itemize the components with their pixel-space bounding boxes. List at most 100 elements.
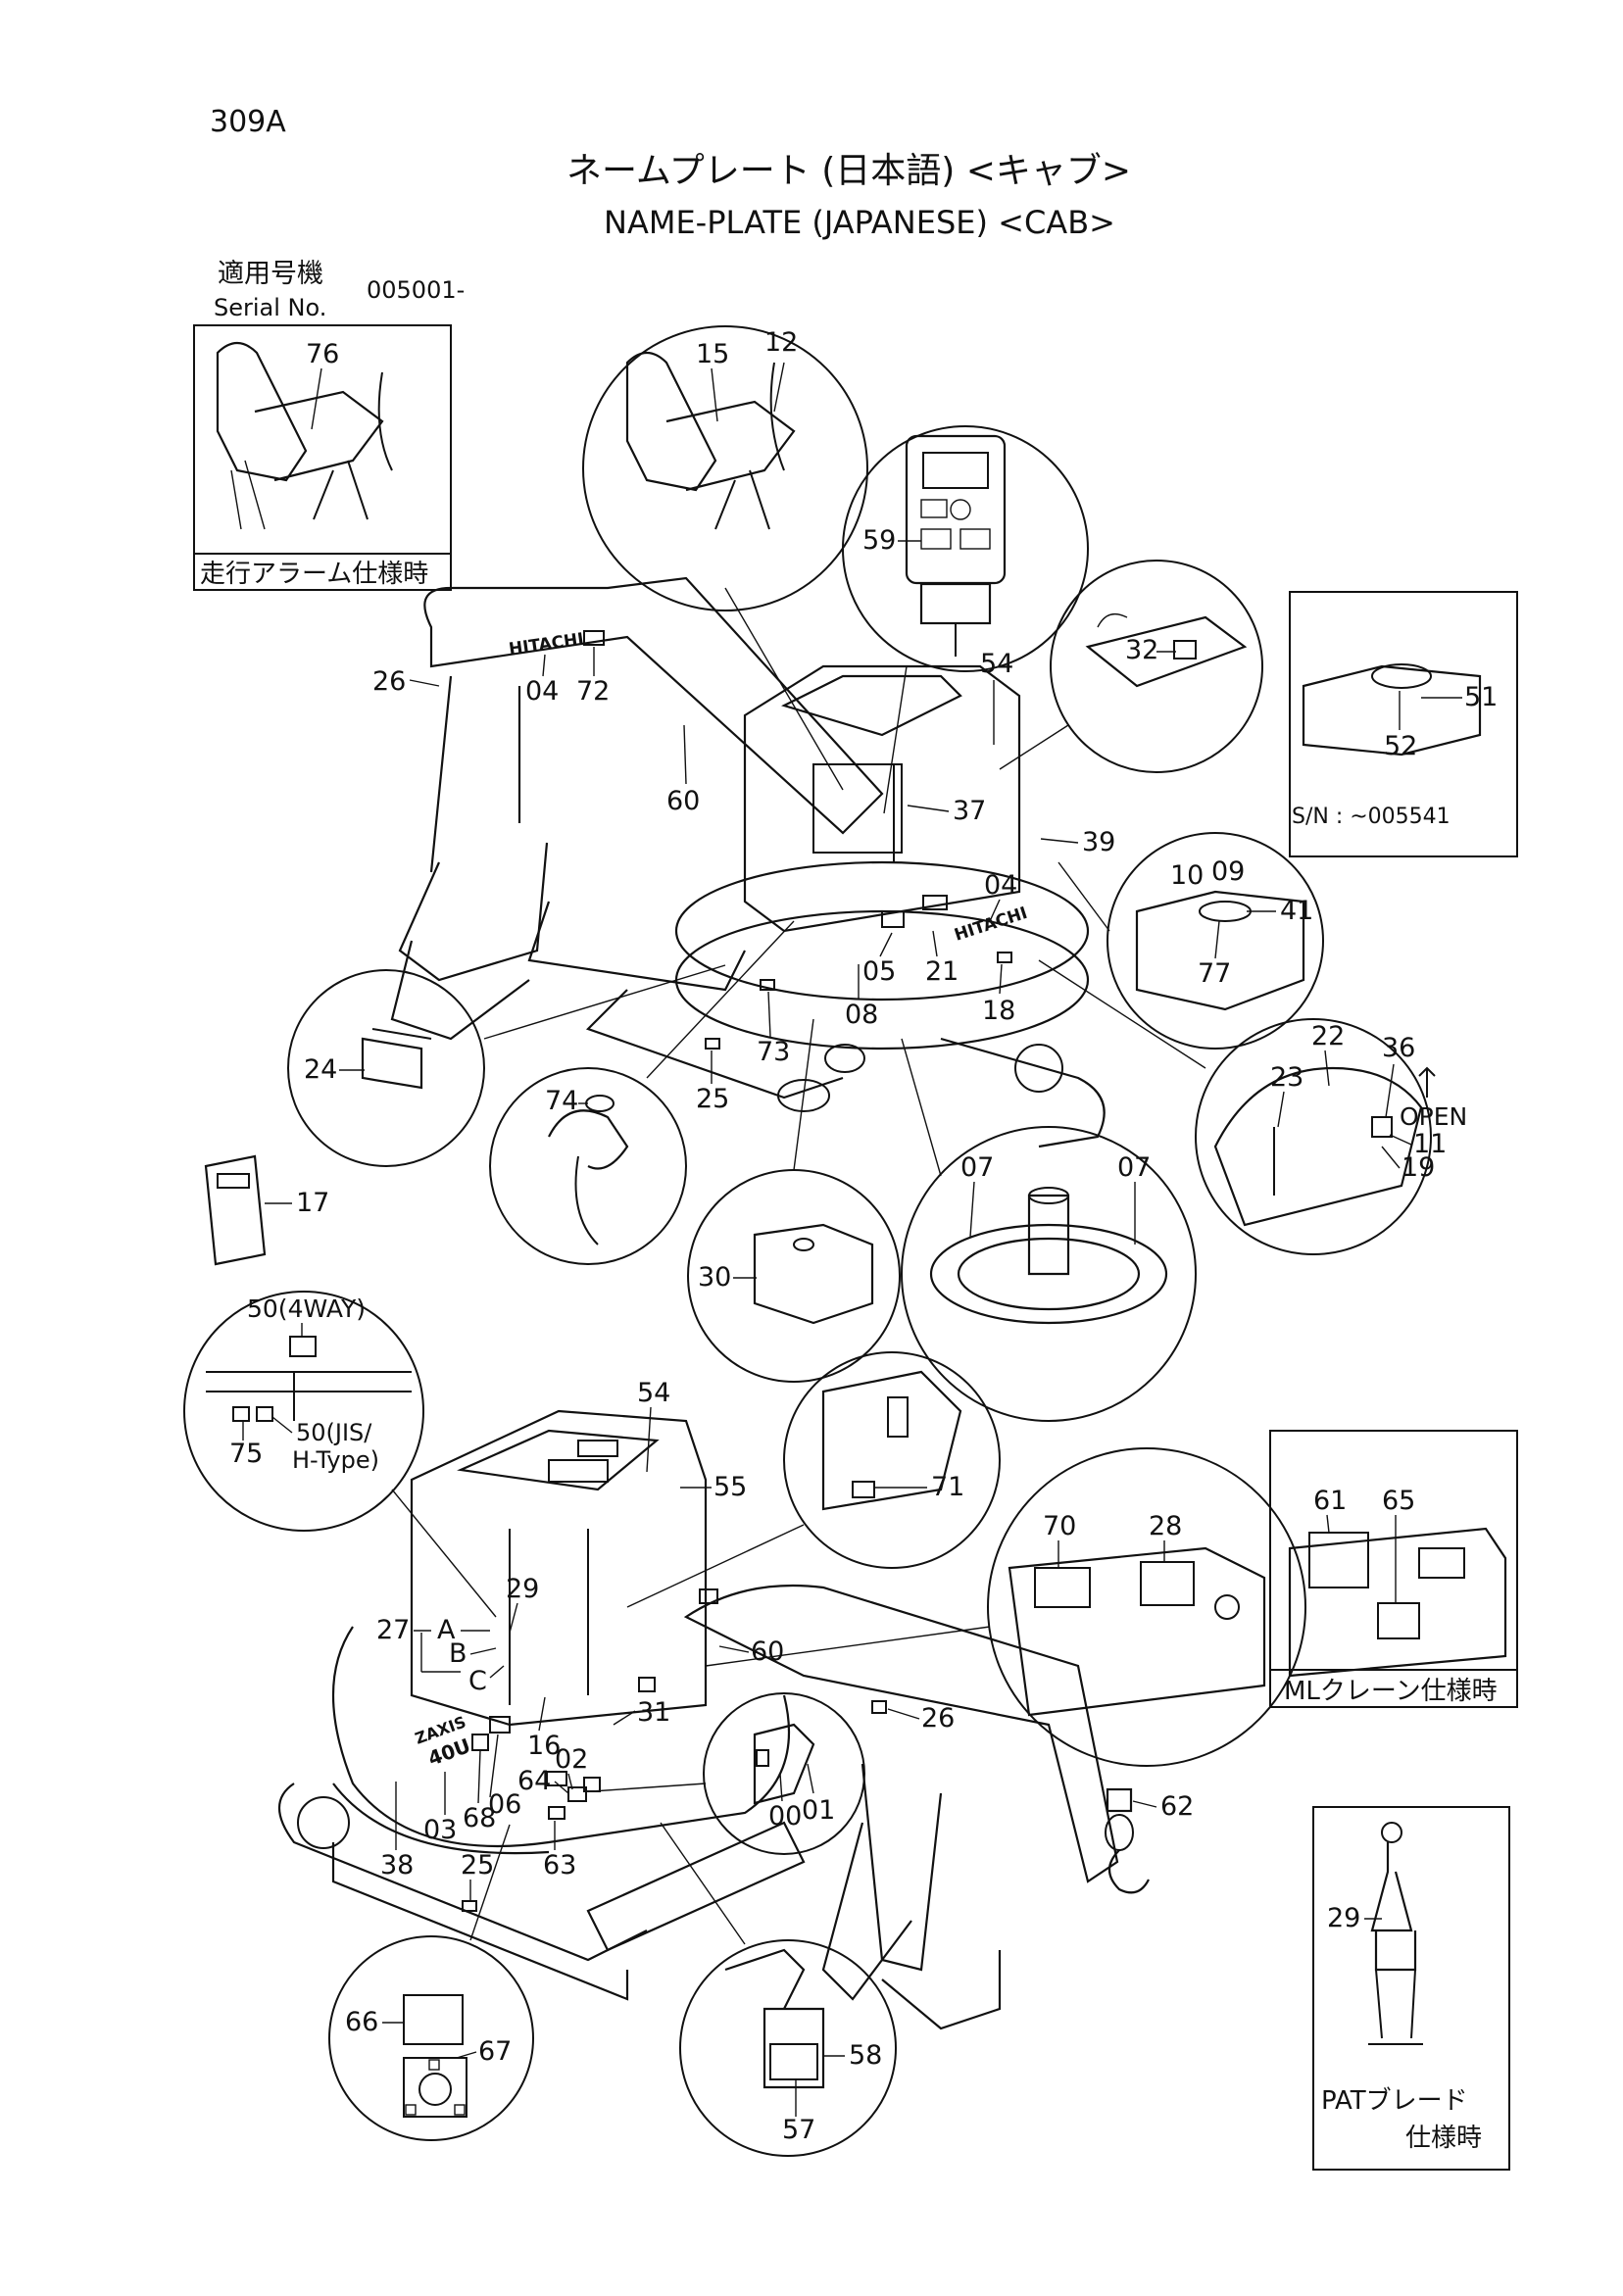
callout-08: 08 (845, 1000, 878, 1030)
callout-68: 68 (463, 1803, 496, 1833)
detail-circle-24: 24 (287, 964, 726, 1167)
detail-circle-monitor: 59 (842, 425, 1089, 814)
callout-55: 55 (713, 1472, 747, 1502)
callout-57: 57 (782, 2115, 815, 2145)
callout-01: 01 (802, 1795, 835, 1826)
callout-00: 00 (768, 1801, 802, 1832)
callout-29-pat: 29 (1327, 1903, 1360, 1933)
callout-51: 51 (1464, 682, 1498, 712)
callout-60-lower: 60 (751, 1637, 784, 1667)
callout-36: 36 (1382, 1033, 1415, 1063)
callout-24: 24 (304, 1054, 337, 1085)
callout-54-top: 54 (980, 649, 1013, 679)
callout-26-lower: 26 (921, 1703, 955, 1734)
callout-63: 63 (543, 1850, 576, 1881)
callout-74: 74 (545, 1086, 578, 1116)
page-number: 309A (210, 105, 286, 139)
note-travel-alarm: 走行アラーム仕様時 (200, 560, 428, 589)
serial-value: 005001- (367, 276, 465, 304)
callout-70: 70 (1043, 1511, 1076, 1541)
callout-B: B (449, 1638, 467, 1669)
detail-17: 17 (204, 1154, 329, 1266)
callout-27: 27 (376, 1615, 410, 1645)
callout-03: 03 (423, 1815, 457, 1845)
note-pat-blade-line2: 仕様時 (1405, 2124, 1482, 2153)
callout-77: 77 (1198, 958, 1231, 989)
callout-52: 52 (1384, 731, 1417, 761)
callout-12: 12 (764, 327, 798, 358)
callout-09: 09 (1211, 856, 1245, 887)
callout-60-top: 60 (666, 786, 700, 816)
detail-circle-swing-bearing: 07 07 (901, 1038, 1197, 1422)
callout-37: 37 (953, 796, 986, 826)
callout-11: 11 (1413, 1129, 1447, 1159)
detail-circle-50: 50(4WAY) 75 50(JIS/ H-Type) (183, 1291, 497, 1618)
callout-16: 16 (527, 1731, 561, 1761)
inset-pat-blade: 29 PATブレード 仕様時 (1312, 1806, 1510, 2171)
detail-circle-10-09-41-77: 10 09 41 77 (1057, 832, 1324, 1050)
detail-62-hook: 62 (1105, 1787, 1194, 1894)
callout-05: 05 (862, 956, 896, 987)
callout-A: A (437, 1615, 456, 1645)
callout-61: 61 (1313, 1486, 1347, 1516)
lower-machine-illustration: ZAXIS 40U (278, 1409, 1119, 2030)
callout-29-lower: 29 (506, 1574, 539, 1604)
callout-C: C (468, 1666, 487, 1696)
callout-65: 65 (1382, 1486, 1415, 1516)
note-pat-blade-line1: PATブレード (1321, 2086, 1468, 2116)
callout-25-top: 25 (696, 1084, 729, 1114)
inset-ml-crane: 61 65 MLクレーン仕様時 (1269, 1430, 1518, 1708)
callout-50-jis-line2: H-Type) (292, 1446, 379, 1474)
brand-hitachi-boom: HITACHI (508, 629, 585, 659)
callout-22: 22 (1311, 1021, 1345, 1051)
callout-32: 32 (1125, 635, 1158, 665)
callout-54-lower: 54 (637, 1378, 670, 1408)
detail-circle-74: 74 (489, 920, 795, 1265)
callout-50-jis-line1: 50(JIS/ (296, 1419, 372, 1446)
callout-25-lower: 25 (461, 1850, 494, 1881)
title-english: NAME-PLATE (JAPANESE) <CAB> (604, 204, 1115, 241)
callout-41: 41 (1280, 896, 1313, 926)
callout-75: 75 (229, 1439, 263, 1469)
callout-04-top: 04 (525, 676, 559, 707)
callout-04-body: 04 (984, 870, 1017, 901)
callout-18: 18 (982, 996, 1015, 1026)
callout-67: 67 (478, 2036, 512, 2067)
detail-circle-66-67: 66 67 (328, 1824, 534, 2141)
detail-circle-71: 71 (626, 1351, 1001, 1608)
callout-07-left: 07 (960, 1152, 994, 1183)
callout-10: 10 (1170, 860, 1204, 891)
detail-circle-lever: 15 12 (582, 325, 868, 791)
callout-15: 15 (696, 339, 729, 369)
title-japanese: ネームプレート (日本語) <キャブ> (566, 151, 1131, 191)
inset-travel-alarm: 76 走行アラーム仕様時 (193, 324, 452, 591)
detail-circle-open: 22 36 23 OPEN 11 19 (1038, 959, 1467, 1255)
callout-26-top: 26 (372, 666, 406, 697)
callout-28: 28 (1149, 1511, 1182, 1541)
note-open: OPEN (1400, 1102, 1467, 1131)
callout-58: 58 (849, 2040, 882, 2071)
detail-circle-32: 32 (999, 560, 1263, 773)
inset-serial-limit: 51 52 S/N : ~005541 (1289, 591, 1518, 857)
callout-02: 02 (555, 1744, 588, 1775)
callout-06: 06 (488, 1789, 521, 1820)
callout-23: 23 (1270, 1062, 1303, 1093)
brand-hitachi-body: HITACHI (952, 904, 1029, 946)
callout-31: 31 (637, 1697, 670, 1728)
detail-circle-58-57: 58 57 (660, 1822, 897, 2157)
callout-62: 62 (1160, 1791, 1194, 1822)
callout-64: 64 (517, 1766, 551, 1796)
callout-21: 21 (925, 956, 959, 987)
detail-circle-00-01: 00 01 (591, 1692, 865, 1855)
serial-label-english: Serial No. (214, 294, 326, 321)
callout-39: 39 (1082, 827, 1115, 857)
callout-76: 76 (306, 339, 339, 369)
callout-07-right: 07 (1117, 1152, 1151, 1183)
callout-71: 71 (931, 1472, 964, 1502)
note-ml-crane: MLクレーン仕様時 (1284, 1677, 1498, 1706)
callout-17: 17 (296, 1188, 329, 1218)
callout-30: 30 (698, 1262, 731, 1293)
callout-38: 38 (380, 1850, 414, 1881)
callout-50-4way: 50(4WAY) (247, 1295, 366, 1323)
callout-19: 19 (1402, 1152, 1435, 1183)
